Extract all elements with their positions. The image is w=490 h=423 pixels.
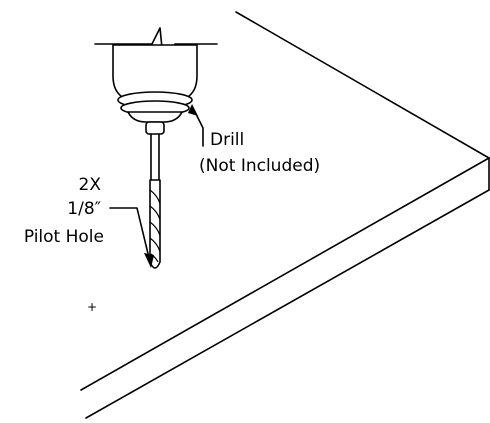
drill-bit-shank bbox=[150, 133, 160, 181]
drill-illustration bbox=[94, 27, 218, 269]
leader-lines bbox=[109, 104, 204, 268]
pilot-hole-callout-line2: 1/8″ bbox=[67, 199, 101, 219]
pilot-hole-leader-arrowhead bbox=[144, 253, 154, 268]
panel-board bbox=[80, 11, 490, 419]
drill-callout-line1: Drill bbox=[210, 130, 244, 150]
drill-break-line bbox=[94, 27, 218, 59]
drill-bit-spiral bbox=[149, 189, 161, 263]
center-mark: + bbox=[87, 300, 97, 314]
pilot-hole-callout-line3: Pilot Hole bbox=[24, 227, 104, 247]
drill-leader-arrowhead bbox=[188, 104, 198, 116]
panel-top-front-edge bbox=[80, 157, 490, 391]
panel-top-back-edge bbox=[235, 11, 490, 159]
panel-bottom-front-edge bbox=[85, 189, 490, 419]
drill-callout-line2: (Not Included) bbox=[199, 156, 320, 176]
drill-chuck-collar bbox=[145, 121, 165, 135]
drill-nose bbox=[127, 111, 183, 123]
pilot-hole-leader-line bbox=[109, 207, 151, 263]
pilot-hole-callout-line1: 2X bbox=[79, 175, 102, 195]
drill-chuck-housing bbox=[112, 44, 198, 99]
